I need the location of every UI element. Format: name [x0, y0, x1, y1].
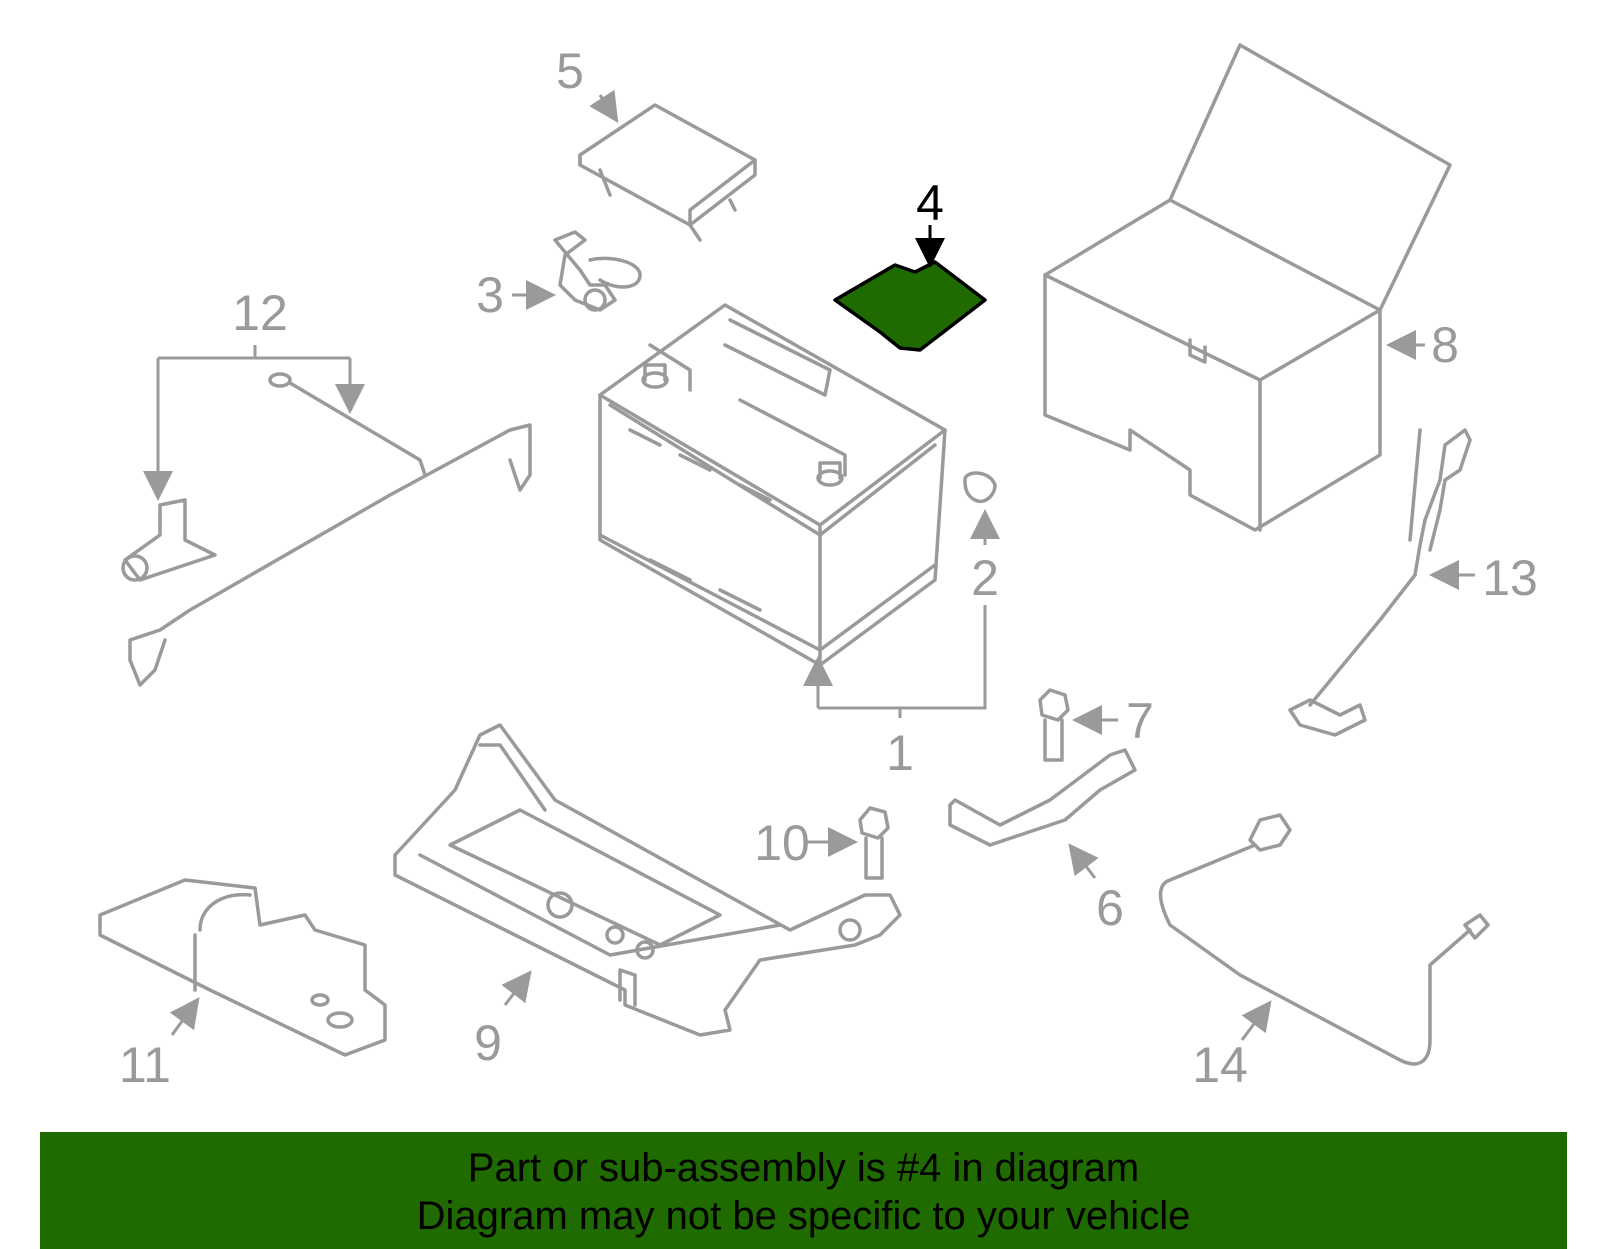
callout-10: 10 [754, 815, 810, 871]
callout-2: 2 [971, 550, 999, 606]
callout-9: 9 [474, 1015, 502, 1071]
callout-3: 3 [476, 267, 504, 323]
callout-13: 13 [1482, 550, 1538, 606]
part-8-box[interactable] [1043, 43, 1452, 532]
part-14-cable[interactable] [1158, 813, 1490, 1066]
callout-11: 11 [119, 1037, 171, 1093]
info-banner: Part or sub-assembly is #4 in diagram Di… [40, 1132, 1567, 1249]
callout-7: 7 [1126, 693, 1154, 749]
part-13-cable[interactable] [1288, 428, 1472, 737]
part-12-sensor[interactable] [121, 372, 532, 687]
part-11-cover[interactable] [98, 878, 387, 1057]
part-7-bolt[interactable] [1038, 688, 1070, 762]
callout-4: 4 [916, 175, 944, 231]
part-6-bracket[interactable] [948, 748, 1137, 847]
banner-line-1: Part or sub-assembly is #4 in diagram [467, 1146, 1140, 1190]
part-3-terminal[interactable] [553, 230, 642, 312]
part-9-tray[interactable] [393, 723, 902, 1037]
callout-5: 5 [556, 43, 584, 99]
callout-1: 1 [886, 725, 914, 781]
part-4-pad[interactable] [833, 260, 987, 352]
part-10-bolt[interactable] [858, 806, 890, 880]
callout-12: 12 [232, 285, 288, 341]
callout-6: 6 [1096, 880, 1124, 936]
banner-line-2: Diagram may not be specific to your vehi… [416, 1194, 1191, 1238]
part-1-battery[interactable] [598, 303, 947, 667]
callout-8: 8 [1431, 317, 1459, 373]
part-2-plug[interactable] [963, 471, 997, 503]
callout-14: 14 [1192, 1037, 1248, 1093]
part-5-cover[interactable] [578, 103, 757, 242]
